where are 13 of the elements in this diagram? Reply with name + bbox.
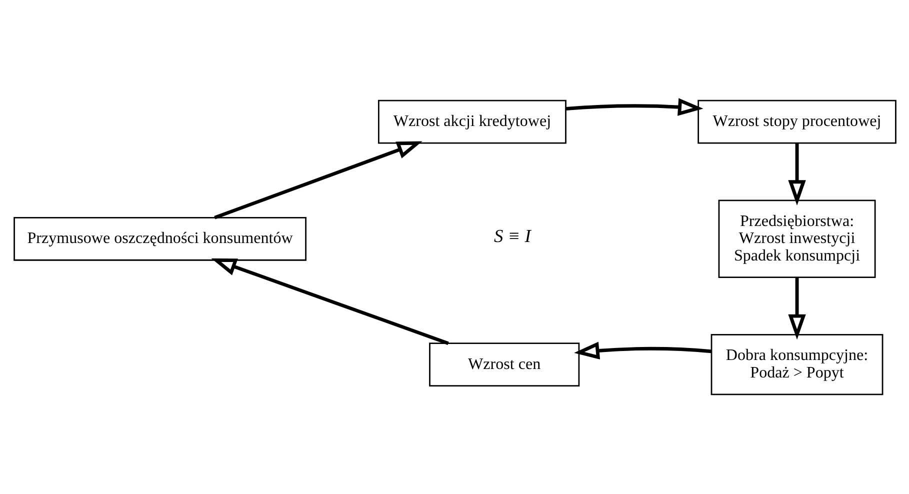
node-box: Przymusowe oszczędności konsumentów xyxy=(13,216,306,260)
node-box: Wzrost akcji kredytowej xyxy=(377,99,566,144)
arrow xyxy=(574,341,711,359)
node-box: Przedsiębiorstwa: Wzrost inwestycji Spadek konsumpcji xyxy=(718,199,876,278)
arrow xyxy=(214,140,422,219)
node-box: Wzrost stopy procentowej xyxy=(697,99,896,144)
arrow xyxy=(565,98,703,116)
node-box: Wzrost cen xyxy=(428,342,580,386)
arrow xyxy=(788,276,806,340)
arrow xyxy=(210,258,448,344)
node-box: Dobra konsumpcyjne: Podaż > Popyt xyxy=(710,334,883,395)
label: S ≡ I xyxy=(494,226,530,246)
arrow xyxy=(788,143,806,205)
